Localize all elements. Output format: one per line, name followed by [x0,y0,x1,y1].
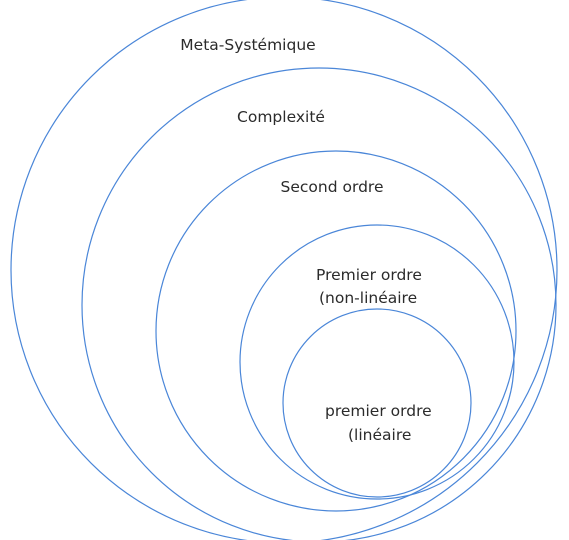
ring-premier-ordre-lineaire [282,308,472,498]
label-line-2: (non-linéaire [319,289,417,307]
label-premier-ordre-non-lineaire: Premier ordre (non-linéaire [316,266,427,307]
ring-premier-ordre-non-lineaire [239,224,515,500]
label-meta-systemique: Meta-Systémique [180,36,315,54]
label-line-1: premier ordre [325,402,432,420]
label-second-ordre: Second ordre [281,178,384,196]
label-complexite: Complexité [237,108,325,126]
ring-complexite [81,67,557,540]
label-line-1: Premier ordre [316,266,422,284]
ring-second-ordre [155,150,517,512]
label-line-2: (linéaire [348,426,411,444]
label-premier-ordre-lineaire: premier ordre (linéaire [325,402,437,444]
ring-meta-systemique [10,0,558,540]
